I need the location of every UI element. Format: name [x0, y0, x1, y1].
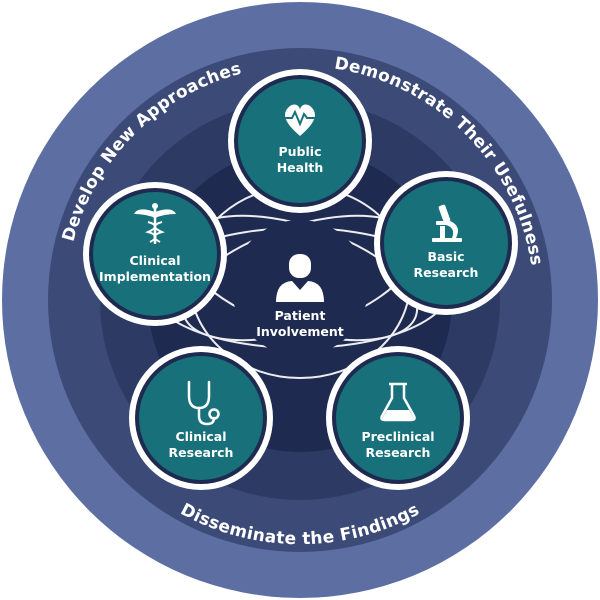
node-label-line1: Clinical — [129, 253, 180, 268]
node-label-line2: Implementation — [99, 269, 211, 284]
node-label-line1: Clinical — [175, 429, 226, 444]
node-label-line2: Research — [414, 265, 479, 280]
node-preclinical-research: Preclinical Research — [326, 346, 470, 490]
node-label-line2: Health — [277, 160, 324, 175]
stethoscope-icon — [187, 380, 220, 426]
node-basic-research: Basic Research — [374, 171, 518, 315]
center-node: Patient Involvement — [232, 220, 368, 356]
node-label-line2: Research — [366, 445, 431, 460]
node-label-line1: Basic — [427, 249, 464, 264]
node-clinical-implementation: Clinical Implementation — [83, 182, 227, 326]
caduceus-icon — [134, 203, 176, 244]
person-icon — [276, 254, 324, 302]
center-label-line2: Involvement — [256, 324, 344, 339]
node-clinical-research: Clinical Research — [129, 346, 273, 490]
node-label-line1: Public — [279, 144, 322, 159]
node-label-line2: Research — [169, 445, 234, 460]
node-public-health: Public Health — [228, 69, 372, 213]
flask-icon — [380, 382, 416, 422]
microscope-icon — [432, 204, 462, 242]
node-label-line1: Preclinical — [361, 429, 434, 444]
heart-pulse-icon — [284, 104, 316, 136]
center-label-line1: Patient — [275, 308, 326, 323]
